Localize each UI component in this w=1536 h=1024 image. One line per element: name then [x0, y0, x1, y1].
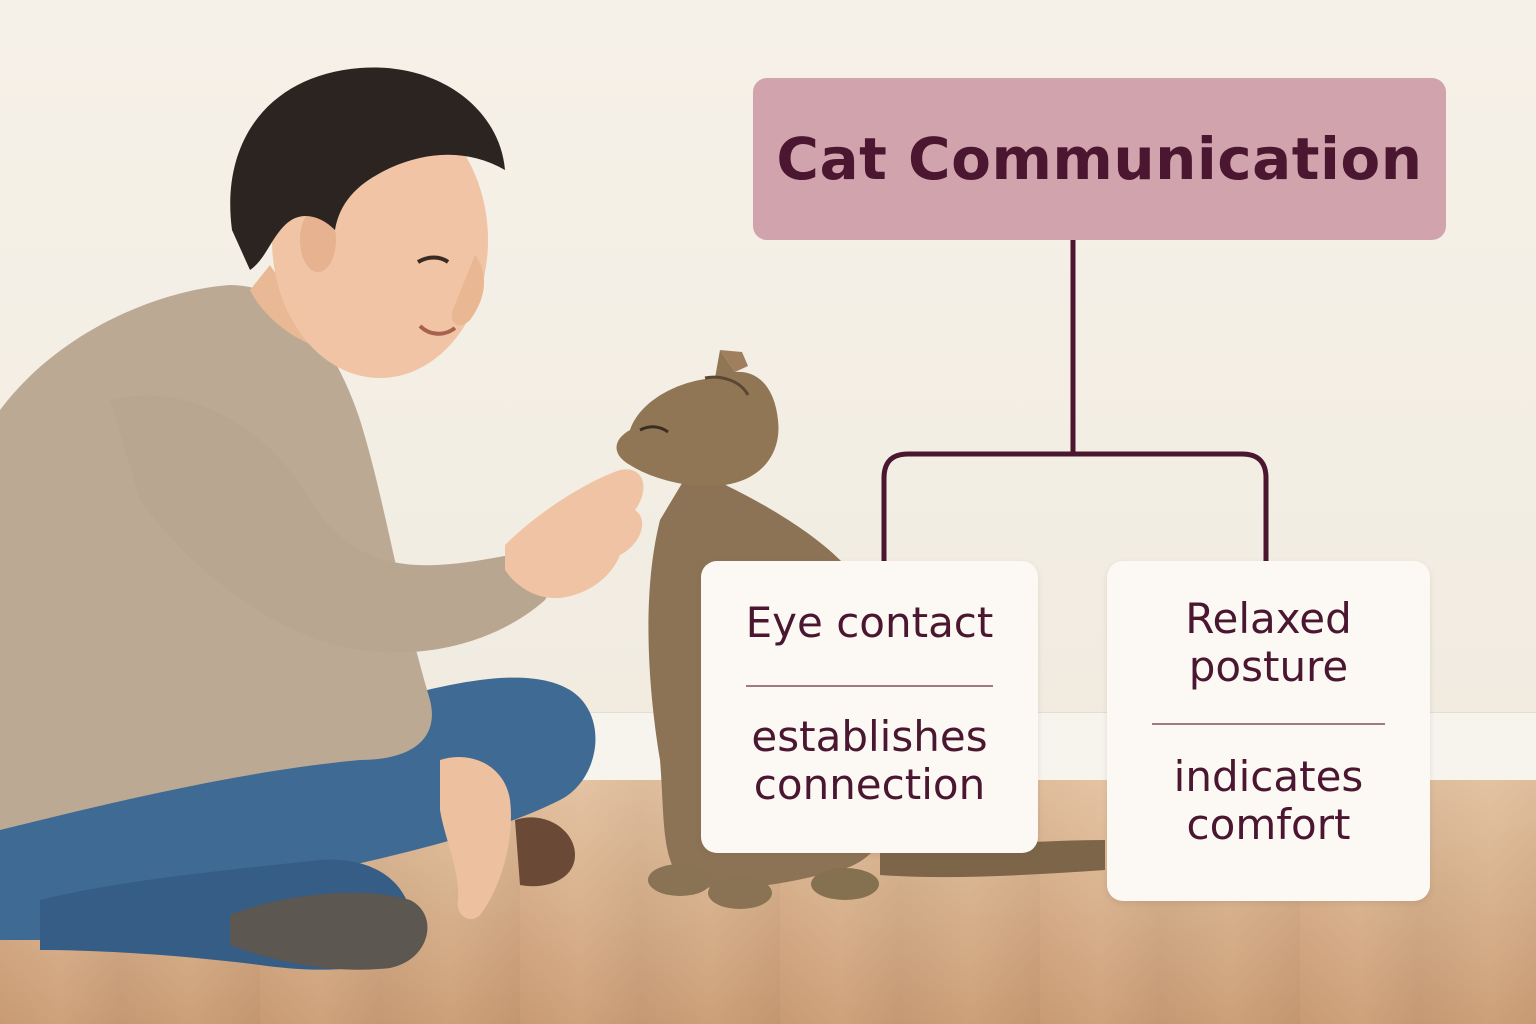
card-description: establishes connection: [751, 712, 988, 809]
card-heading: Relaxed posture: [1185, 594, 1352, 691]
person-illustration: [0, 67, 644, 970]
card-description: indicates comfort: [1173, 752, 1364, 849]
diagram-title: Cat Communication: [776, 125, 1423, 193]
card-eye-contact: Eye contact establishes connection: [701, 561, 1038, 853]
card-divider: [1152, 723, 1385, 725]
card-heading: Eye contact: [745, 598, 994, 647]
diagram-title-box: Cat Communication: [753, 78, 1446, 240]
card-relaxed-posture: Relaxed posture indicates comfort: [1107, 561, 1430, 901]
card-divider: [746, 685, 993, 687]
